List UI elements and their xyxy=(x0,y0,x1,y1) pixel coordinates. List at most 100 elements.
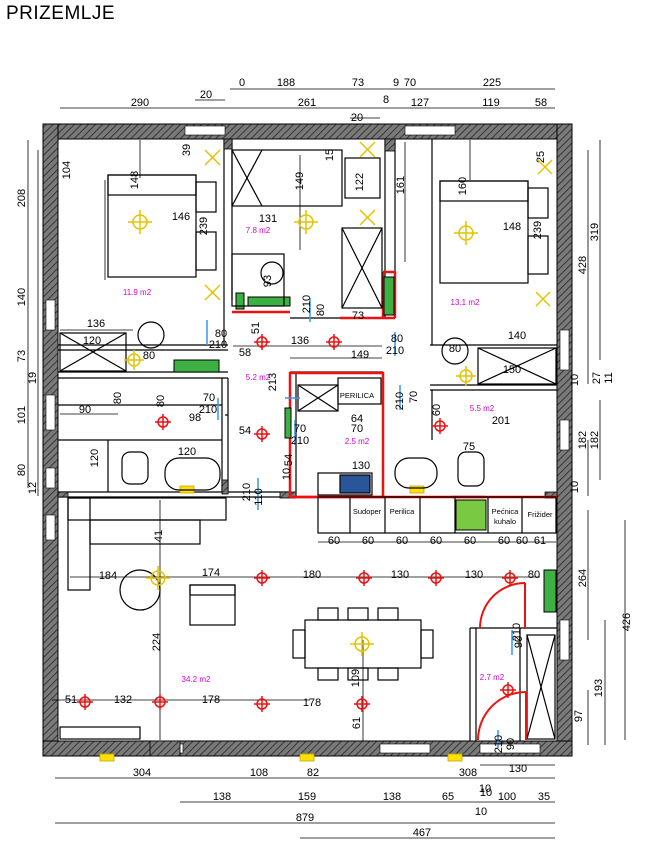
plan-title: PRIZEMLJE xyxy=(6,3,116,24)
dimension-inner: 80 xyxy=(315,304,327,316)
dimension-inner: 148 xyxy=(129,171,141,189)
dimension-inner: 80 xyxy=(155,395,167,407)
dimension-inner: 80 xyxy=(528,569,540,581)
dimension-inner: 39 xyxy=(181,144,193,156)
dimension-inner: 58 xyxy=(239,347,251,359)
wall-blocks xyxy=(57,138,558,757)
sockets xyxy=(77,334,518,712)
dimension-bottom: 82 xyxy=(307,767,319,779)
dimension-inner: 146 xyxy=(172,211,190,223)
fixture-label: Pećnica xyxy=(492,507,520,516)
dimension-inner: 210 xyxy=(493,735,505,753)
doors xyxy=(477,582,527,741)
dimension-left: 101 xyxy=(16,406,28,424)
dimension-right: 264 xyxy=(577,569,589,587)
dimension-top: 127 xyxy=(411,97,429,109)
dimension-right: 428 xyxy=(577,256,589,274)
dimension-bottom: 138 xyxy=(213,791,231,803)
dimension-inner: 61 xyxy=(351,717,363,729)
dimension-right: 319 xyxy=(589,223,601,241)
dimension-right: 10 xyxy=(569,374,581,386)
dimension-top: 70 xyxy=(404,77,416,89)
dimension-inner: 90 xyxy=(513,636,525,648)
dimension-inner: 161 xyxy=(395,176,407,194)
green-elements xyxy=(173,276,557,613)
dimension-inner: 51 xyxy=(250,322,262,334)
dimension-inner: 61 xyxy=(534,535,546,547)
dimension-inner: 210 xyxy=(209,339,227,351)
dimension-inner: 98 xyxy=(189,412,201,424)
dimension-inner: 120 xyxy=(89,449,101,467)
dimension-inner: 149 xyxy=(294,172,306,190)
dimension-bottom: 100 xyxy=(498,791,516,803)
room-area-label: 7.8 m2 xyxy=(246,226,271,235)
dimension-inner: 80 xyxy=(112,392,124,404)
dimension-inner: 213 xyxy=(267,373,279,391)
room-area-label: 2.5 m2 xyxy=(345,437,370,446)
dimension-bottom: 879 xyxy=(296,812,314,824)
dimension-top: 119 xyxy=(482,97,500,109)
fixture-label: Sudoper xyxy=(353,507,382,516)
fixture-label: PERILICA xyxy=(340,391,374,400)
dimension-right: 182 xyxy=(577,431,589,449)
dimension-inner: 239 xyxy=(198,217,210,235)
dimension-left: 12 xyxy=(27,482,39,494)
dimension-top: 20 xyxy=(200,89,212,101)
dimension-inner: 80 xyxy=(391,333,403,345)
dimension-inner: 224 xyxy=(151,633,163,651)
dimension-inner: 210 xyxy=(394,392,406,410)
dimension-inner: 60 xyxy=(464,535,476,547)
dimension-inner: 136 xyxy=(87,318,105,330)
dimension-right: 97 xyxy=(573,710,585,722)
dimension-inner: 54 xyxy=(283,454,295,466)
fixture-label: Frižider xyxy=(527,510,553,519)
dimension-inner: 239 xyxy=(532,221,544,239)
dimension-inner: 132 xyxy=(114,694,132,706)
dimension-inner: 136 xyxy=(291,335,309,347)
dimension-right: 27 xyxy=(591,372,603,384)
dimension-inner: 60 xyxy=(362,535,374,547)
dimension-right: 193 xyxy=(593,679,605,697)
dimension-inner: 90 xyxy=(505,738,517,750)
dimension-inner: 180 xyxy=(303,569,321,581)
dimension-top: 261 xyxy=(298,97,316,109)
dimension-inner: 60 xyxy=(430,535,442,547)
dimension-bottom: 130 xyxy=(509,763,527,775)
dimension-inner: 178 xyxy=(303,697,321,709)
dimension-inner: 178 xyxy=(202,694,220,706)
dimension-bottom: 10 xyxy=(475,806,487,818)
dimension-bottom: 304 xyxy=(133,767,151,779)
yellow-markers xyxy=(99,485,463,762)
dimension-right: 182 xyxy=(589,431,601,449)
dimension-inner: 51 xyxy=(65,694,77,706)
dimension-inner: 70 xyxy=(351,423,363,435)
dimension-inner: 148 xyxy=(503,221,521,233)
dimension-right: 11 xyxy=(603,372,615,383)
dimension-top: 58 xyxy=(535,97,547,109)
dimension-inner: 60 xyxy=(516,535,528,547)
dimension-inner: 140 xyxy=(508,330,526,342)
dimension-inner: 93 xyxy=(262,275,274,287)
dimension-inner: 80 xyxy=(449,343,461,355)
dimension-inner: 130 xyxy=(352,460,370,472)
dimension-inner: 201 xyxy=(492,415,510,427)
dimension-inner: 109 xyxy=(350,669,362,687)
dimension-inner: 75 xyxy=(463,441,475,453)
door-markers xyxy=(206,298,513,748)
dimension-bottom: 65 xyxy=(442,791,454,803)
dimension-left: 19 xyxy=(27,372,39,384)
dimension-lines xyxy=(27,88,626,839)
dimension-inner: 210 xyxy=(511,623,523,641)
dimension-inner: 120 xyxy=(83,335,101,347)
dimension-inner: 60 xyxy=(498,535,510,547)
dimension-inner: 70 xyxy=(294,423,306,435)
dimension-inner: 80 xyxy=(143,350,155,362)
dimension-inner: 210 xyxy=(386,345,404,357)
dimension-inner: 174 xyxy=(202,567,220,579)
dimension-inner: 73 xyxy=(352,310,364,322)
dimension-inner: 90 xyxy=(79,404,91,416)
dimension-inner: 64 xyxy=(351,413,363,425)
dimension-top: 73 xyxy=(352,77,364,89)
